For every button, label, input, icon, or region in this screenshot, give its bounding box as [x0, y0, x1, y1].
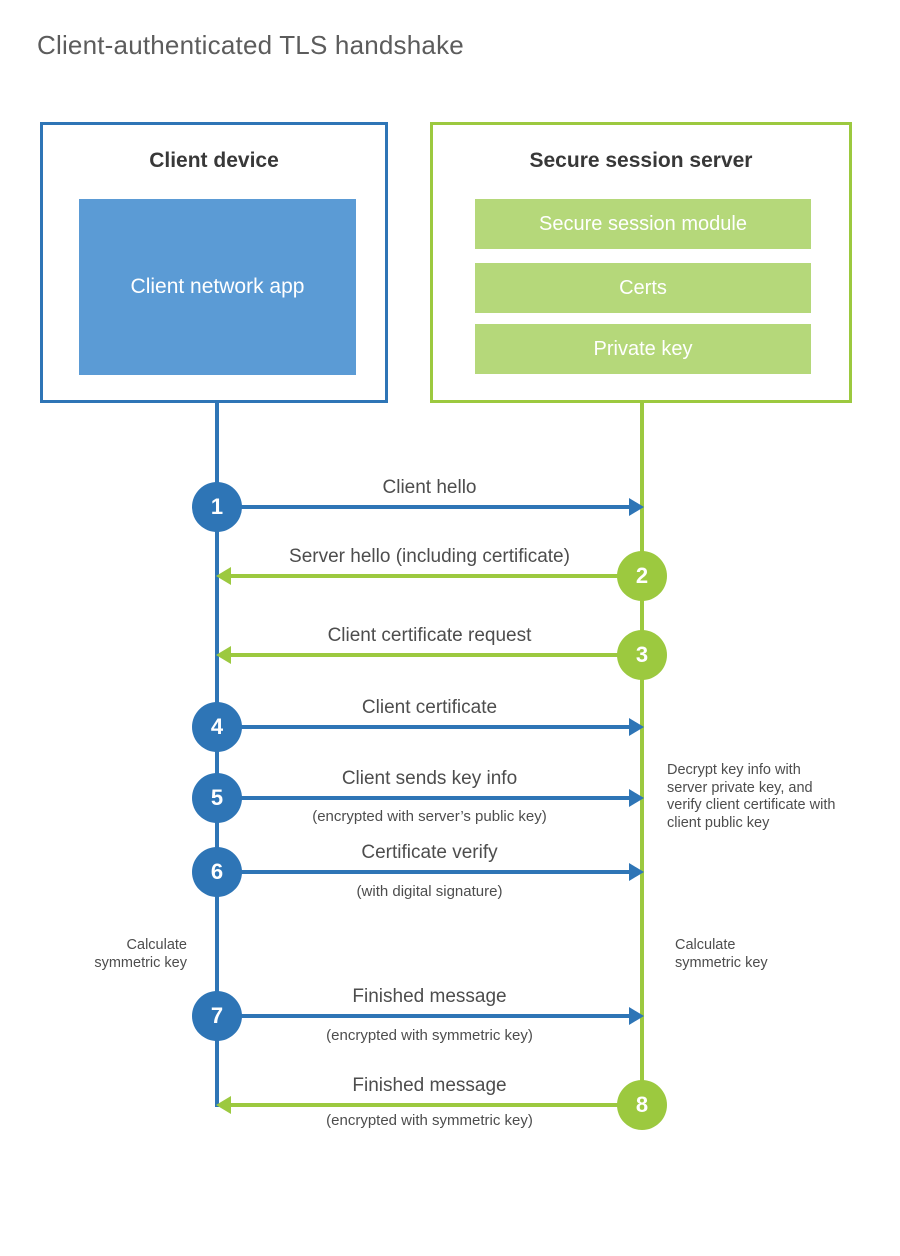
client-network-app-box: Client network app [79, 199, 356, 375]
arrowhead-right-icon [629, 789, 644, 807]
step-badge: 8 [617, 1080, 667, 1130]
message-arrow [217, 725, 629, 729]
client-device-box: Client device Client network app [40, 122, 388, 403]
server-module-certs: Certs [475, 263, 811, 313]
message-sublabel: (encrypted with server’s public key) [312, 808, 547, 825]
arrowhead-right-icon [629, 863, 644, 881]
client-lifeline [215, 403, 219, 1107]
step-badge: 2 [617, 551, 667, 601]
message-label: Client sends key info [341, 768, 518, 789]
server-module-private-key: Private key [475, 324, 811, 374]
message-label: Certificate verify [361, 842, 498, 863]
arrowhead-right-icon [629, 498, 644, 516]
message-label: Finished message [352, 986, 507, 1007]
message-label: Client certificate [361, 697, 498, 718]
message-label: Server hello (including certificate) [289, 546, 570, 567]
message-sublabel: (with digital signature) [356, 883, 503, 900]
message-arrow [217, 1014, 629, 1018]
message-arrow [217, 505, 629, 509]
step-badge: 4 [192, 702, 242, 752]
message-arrow [231, 653, 642, 657]
note-calculate-symmetric-key-server: Calculate symmetric key [675, 937, 768, 971]
message-label: Client certificate request [327, 625, 532, 646]
arrowhead-left-icon [216, 567, 231, 585]
secure-session-server-box: Secure session server Secure session mod… [430, 122, 852, 403]
message-label: Finished message [352, 1075, 507, 1096]
message-arrow [231, 1103, 642, 1107]
page-title: Client-authenticated TLS handshake [37, 30, 464, 60]
server-module-secure-session: Secure session module [475, 199, 811, 249]
client-device-title: Client device [149, 149, 279, 172]
message-sublabel: (encrypted with symmetric key) [326, 1027, 533, 1044]
message-arrow [231, 574, 642, 578]
step-badge: 7 [192, 991, 242, 1041]
arrowhead-right-icon [629, 718, 644, 736]
step-badge: 3 [617, 630, 667, 680]
server-lifeline [640, 403, 644, 1105]
step-badge: 6 [192, 847, 242, 897]
arrowhead-left-icon [216, 1096, 231, 1114]
arrowhead-right-icon [629, 1007, 644, 1025]
note-decrypt-key-info: Decrypt key info with server private key… [667, 762, 836, 831]
message-label: Client hello [382, 477, 477, 498]
step-badge: 5 [192, 773, 242, 823]
arrowhead-left-icon [216, 646, 231, 664]
message-sublabel: (encrypted with symmetric key) [326, 1112, 533, 1129]
client-network-app-label: Client network app [130, 274, 305, 298]
message-arrow [217, 796, 629, 800]
step-badge: 1 [192, 482, 242, 532]
message-arrow [217, 870, 629, 874]
note-calculate-symmetric-key-client: Calculate symmetric key [94, 937, 187, 971]
secure-session-server-title: Secure session server [529, 149, 753, 172]
